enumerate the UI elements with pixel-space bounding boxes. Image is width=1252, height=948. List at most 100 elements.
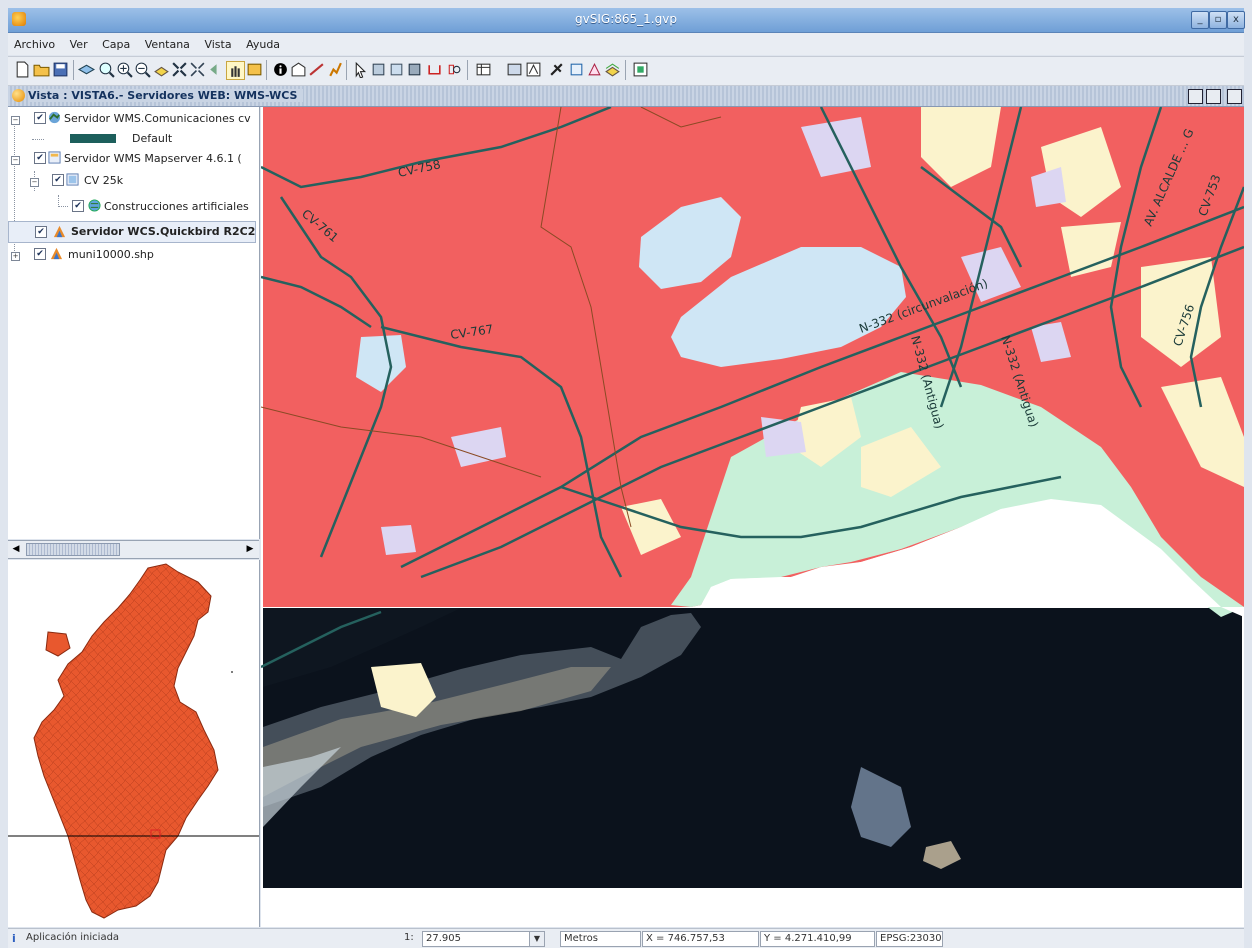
wcs-raster-icon xyxy=(53,225,66,238)
open-folder-icon[interactable] xyxy=(33,61,50,78)
valencia-region-shape xyxy=(33,563,219,919)
snap-icon[interactable] xyxy=(548,61,565,78)
view-title: Vista : VISTA6.- Servidores WEB: WMS-WCS xyxy=(28,89,304,102)
close-button[interactable]: x xyxy=(1227,11,1245,29)
select-polygon-icon[interactable] xyxy=(388,61,405,78)
edit-layer-icon[interactable] xyxy=(568,61,585,78)
zoom-out-icon[interactable] xyxy=(134,61,151,78)
layer-row-wms-comunicaciones[interactable]: − ✔ Servidor WMS.Comunicaciones cv xyxy=(8,109,259,129)
layer-label: CV 25k xyxy=(84,174,124,187)
close-view-icon[interactable] xyxy=(1227,89,1242,104)
select-rectangle-icon[interactable] xyxy=(370,61,387,78)
zoom-back-icon[interactable] xyxy=(189,61,206,78)
layer-label: Servidor WMS Mapserver 4.6.1 ( xyxy=(64,152,242,165)
layer-label: Servidor WCS.Quickbird R2C2 xyxy=(71,225,256,238)
layer-row-wms-mapserver[interactable]: − ✔ Servidor WMS Mapserver 4.6.1 ( xyxy=(8,149,259,169)
menu-ayuda[interactable]: Ayuda xyxy=(246,38,281,51)
info-icon[interactable] xyxy=(272,61,289,78)
layer-row-wcs-quickbird[interactable]: ✔ Servidor WCS.Quickbird R2C2 xyxy=(8,221,256,243)
menu-capa[interactable]: Capa xyxy=(102,38,131,51)
layer-tree: − ✔ Servidor WMS.Comunicaciones cv Defau… xyxy=(8,107,260,539)
status-message: Aplicación iniciada xyxy=(26,932,120,943)
units-field: Metros xyxy=(560,931,641,947)
layer-label: Servidor WMS.Comunicaciones cv xyxy=(64,112,251,125)
y-coordinate: Y = 4.271.410,99 xyxy=(760,931,875,947)
hyperlink-icon[interactable] xyxy=(326,61,343,78)
view-header: Vista : VISTA6.- Servidores WEB: WMS-WCS xyxy=(8,86,1244,107)
inverse-selection-icon[interactable] xyxy=(445,61,462,78)
menu-vista[interactable]: Vista xyxy=(204,38,232,51)
legend-row-default: Default xyxy=(8,129,259,149)
maximize-button[interactable]: ▫ xyxy=(1209,11,1227,29)
select-layer-icon[interactable] xyxy=(406,61,423,78)
measure-area-icon[interactable] xyxy=(290,61,307,78)
measure-distance-icon[interactable] xyxy=(308,61,325,78)
layer-checkbox[interactable]: ✔ xyxy=(72,200,84,212)
layer-checkbox[interactable]: ✔ xyxy=(52,174,64,186)
collapse-toggle[interactable]: − xyxy=(30,178,39,187)
zoom-in-icon[interactable] xyxy=(116,61,133,78)
wms-group-icon xyxy=(66,173,79,186)
menu-bar: Archivo Ver Capa Ventana Vista Ayuda xyxy=(8,33,1244,55)
frame-icon[interactable] xyxy=(246,61,263,78)
main-toolbar xyxy=(8,56,1244,86)
scroll-left-icon[interactable]: ◀ xyxy=(12,544,20,554)
layer-row-construcciones[interactable]: ✔ Construcciones artificiales xyxy=(8,195,259,215)
menu-ver[interactable]: Ver xyxy=(69,38,88,51)
expand-toggle[interactable]: + xyxy=(11,252,20,261)
locator-icon[interactable] xyxy=(525,61,542,78)
select-circle-icon[interactable] xyxy=(426,61,443,78)
new-file-icon[interactable] xyxy=(14,61,31,78)
scale-combobox[interactable]: 27.905 ▼ xyxy=(422,931,545,947)
add-layer-icon[interactable] xyxy=(78,61,95,78)
pan-hand-icon[interactable] xyxy=(226,61,245,80)
save-icon[interactable] xyxy=(52,61,69,78)
select-arrow-icon[interactable] xyxy=(352,61,369,78)
scale-value: 27.905 xyxy=(426,933,461,944)
scale-prefix: 1: xyxy=(404,932,414,943)
layer-checkbox[interactable]: ✔ xyxy=(34,112,46,124)
zoom-layer-icon[interactable] xyxy=(153,61,170,78)
legend-swatch xyxy=(70,134,116,143)
layer-checkbox[interactable]: ✔ xyxy=(35,226,47,238)
layer-tree-hscrollbar[interactable]: ◀ ▶ xyxy=(8,540,259,559)
minimize-button[interactable]: _ xyxy=(1191,11,1209,29)
layer-row-muni10000[interactable]: + ✔ muni10000.shp xyxy=(8,245,259,265)
locator-map[interactable] xyxy=(8,560,260,927)
water-bodies xyxy=(356,197,906,392)
chevron-down-icon[interactable]: ▼ xyxy=(529,932,544,946)
undock-icon[interactable] xyxy=(1188,89,1203,104)
layer-stack-icon[interactable] xyxy=(604,61,621,78)
shapefile-icon xyxy=(50,247,63,260)
info-status-icon: i xyxy=(12,932,16,945)
zoom-previous-icon[interactable] xyxy=(207,61,224,78)
table-icon[interactable] xyxy=(475,61,492,78)
wms-server-icon xyxy=(48,151,61,164)
map-canvas[interactable]: CV-758 CV-761 CV-767 N-332 (circunvalaci… xyxy=(261,107,1244,927)
status-bar: i Aplicación iniciada 1: 27.905 ▼ Metros… xyxy=(8,928,1244,948)
export-icon[interactable] xyxy=(632,61,649,78)
x-coordinate: X = 746.757,53 xyxy=(642,931,759,947)
projection-field: EPSG:23030 xyxy=(876,931,943,947)
menu-ventana[interactable]: Ventana xyxy=(144,38,190,51)
scroll-thumb[interactable] xyxy=(26,543,120,556)
edit-vertex-icon[interactable] xyxy=(586,61,603,78)
globe-icon xyxy=(88,199,101,212)
layer-row-cv25k[interactable]: − ✔ CV 25k xyxy=(8,171,259,191)
zoom-select-icon[interactable] xyxy=(171,61,188,78)
gvsig-app-icon xyxy=(12,12,26,26)
layer-label: muni10000.shp xyxy=(68,248,154,261)
collapse-toggle[interactable]: − xyxy=(11,116,20,125)
zoom-full-icon[interactable] xyxy=(98,61,115,78)
layer-checkbox[interactable]: ✔ xyxy=(34,248,46,260)
scroll-right-icon[interactable]: ▶ xyxy=(246,544,254,554)
maximize-view-icon[interactable] xyxy=(1206,89,1221,104)
layout-icon[interactable] xyxy=(506,61,523,78)
road-network xyxy=(261,107,1244,669)
road-label: CV-767 xyxy=(449,322,494,342)
view-icon xyxy=(12,89,25,102)
layer-checkbox[interactable]: ✔ xyxy=(34,152,46,164)
menu-archivo[interactable]: Archivo xyxy=(14,38,56,51)
collapse-toggle[interactable]: − xyxy=(11,156,20,165)
locator-extent-box xyxy=(150,829,161,839)
